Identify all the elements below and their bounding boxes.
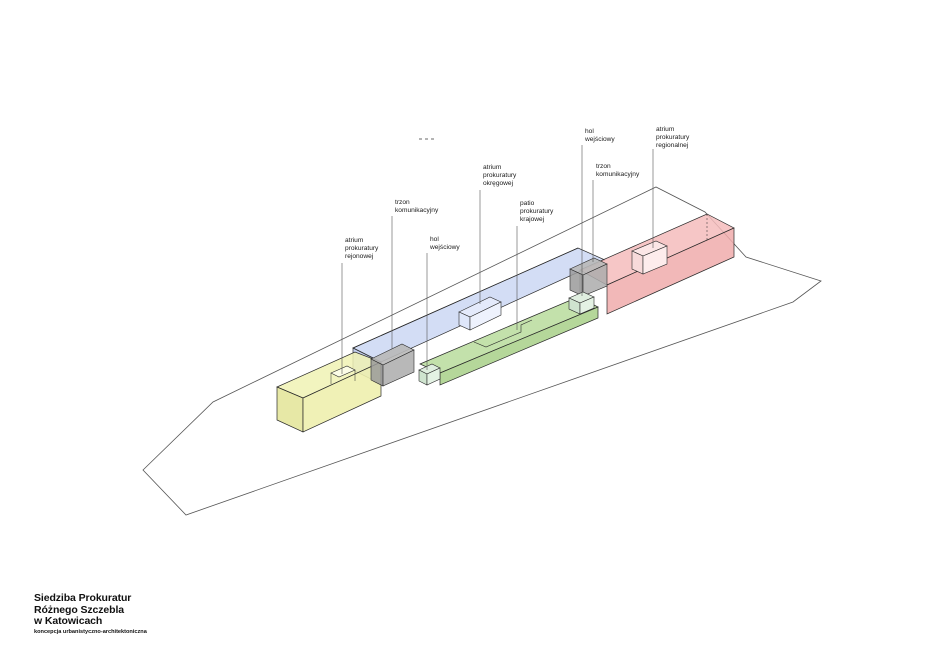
title-line-3: w Katowicach xyxy=(34,615,103,627)
label-trzon-2: trzon komunikacyjny xyxy=(596,163,640,178)
hall-volume-1 xyxy=(418,363,441,386)
green-volume xyxy=(419,296,599,386)
title-line-2: Różnego Szczebla xyxy=(34,603,124,616)
title-line-1: Siedziba Prokuratur xyxy=(34,592,132,604)
core-volume-1 xyxy=(370,343,415,387)
core-volume-2 xyxy=(569,257,608,297)
hall-volume-2 xyxy=(568,291,595,315)
title-block: Siedziba Prokuratur Różnego Szczebla w K… xyxy=(34,592,294,636)
label-hol-2: hol wejściowy xyxy=(584,128,615,143)
yellow-volume xyxy=(276,351,382,433)
title-subtitle: koncepcja urbanistyczno-architektoniczna xyxy=(34,628,147,635)
label-atrium-okregowej: atrium prokuratury okręgowej xyxy=(483,164,518,187)
red-volume xyxy=(579,213,735,315)
label-atrium-rejonowej: atrium prokuratury rejonowej xyxy=(345,237,380,260)
label-trzon-1: trzon komunikacyjny xyxy=(395,199,439,214)
label-hol-1: hol wejściowy xyxy=(429,236,460,251)
site-outline xyxy=(142,186,822,516)
label-patio-krajowej: patio prokuratury krajowej xyxy=(520,200,555,223)
label-atrium-regionalnej: atrium prokuratury regionalnej xyxy=(656,126,691,149)
